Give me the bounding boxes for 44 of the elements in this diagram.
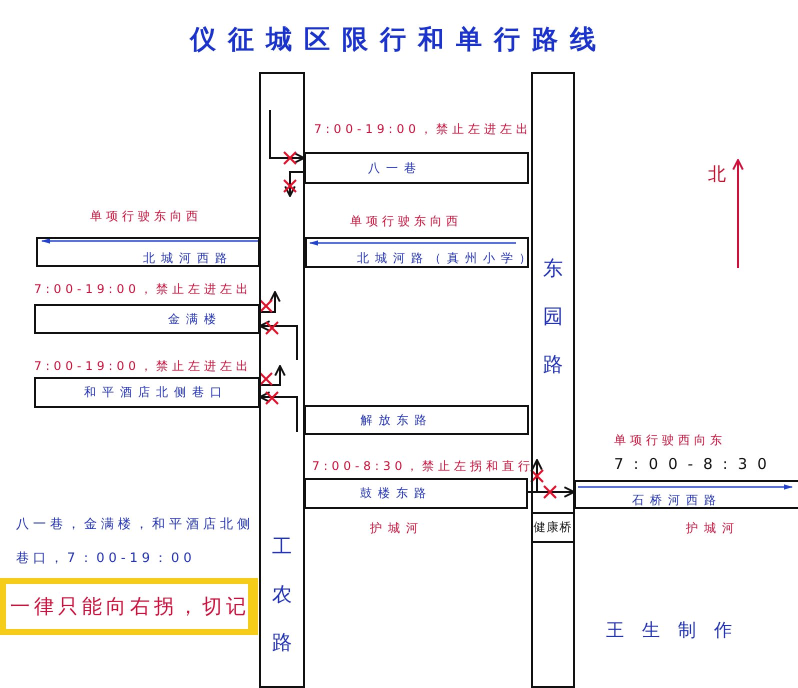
road-name: 鼓楼东路 (360, 485, 432, 502)
road-name: 八一巷 (368, 160, 422, 176)
road-strip (36, 237, 260, 267)
river-label: 护城河 (370, 520, 424, 537)
traffic-rule-note: 7:00-8:30，禁止左拐和直行 (312, 458, 534, 475)
north-label: 北 (708, 163, 726, 186)
turn-arrow (259, 291, 281, 313)
traffic-rule-note: 7:00-19:00，禁止左进左出 (34, 358, 252, 375)
road-strip (304, 152, 529, 184)
turn-arrow (259, 365, 286, 386)
road-strip (574, 480, 798, 509)
road-name: 和平酒店北侧巷口 (84, 384, 228, 401)
road-strip (304, 405, 529, 435)
road-strip (304, 478, 528, 509)
traffic-rule-note: 单项行驶东向西 (90, 208, 202, 225)
road-name: 东园路 (542, 255, 564, 378)
map-title: 仪征城区限行和单行路线 (190, 24, 608, 57)
warning-banner: 一律只能向右拐，切记 (0, 578, 258, 635)
traffic-rule-note: 单项行驶西向东 (614, 432, 726, 449)
note-text: 八一巷，金满楼，和平酒店北侧巷口，7：00-19：00 (16, 516, 255, 568)
turn-arrow (269, 110, 305, 164)
turn-arrow (527, 459, 543, 493)
bridge-box (531, 512, 575, 543)
road-name: 金满楼 (168, 310, 222, 328)
road-name: 工农路 (271, 533, 293, 656)
road-name: 解放东路 (360, 412, 432, 428)
road-name: 石桥河西路 (632, 492, 722, 509)
road-strip (34, 377, 260, 408)
road-name: 健康桥 (534, 519, 572, 536)
traffic-rule-note: 7:00-8:30 (614, 455, 777, 473)
traffic-rule-note: 7:00-19:00，禁止左进左出 (314, 121, 532, 138)
road-name: 北城河西路 (143, 250, 233, 266)
turn-arrow (259, 320, 298, 360)
road-strip (531, 72, 575, 688)
traffic-rule-note: 7:00-19:00，禁止左进左出 (34, 281, 252, 298)
author-credit: 王生制作 (606, 619, 750, 642)
turn-arrow (259, 391, 298, 432)
road-strip (305, 237, 529, 268)
river-label: 护城河 (686, 520, 740, 537)
road-strip (259, 72, 305, 688)
road-strip (34, 304, 260, 334)
turn-arrow (284, 171, 304, 197)
road-name: 北城河路（真州小学） (357, 250, 537, 267)
traffic-rule-note: 单项行驶东向西 (350, 213, 462, 230)
